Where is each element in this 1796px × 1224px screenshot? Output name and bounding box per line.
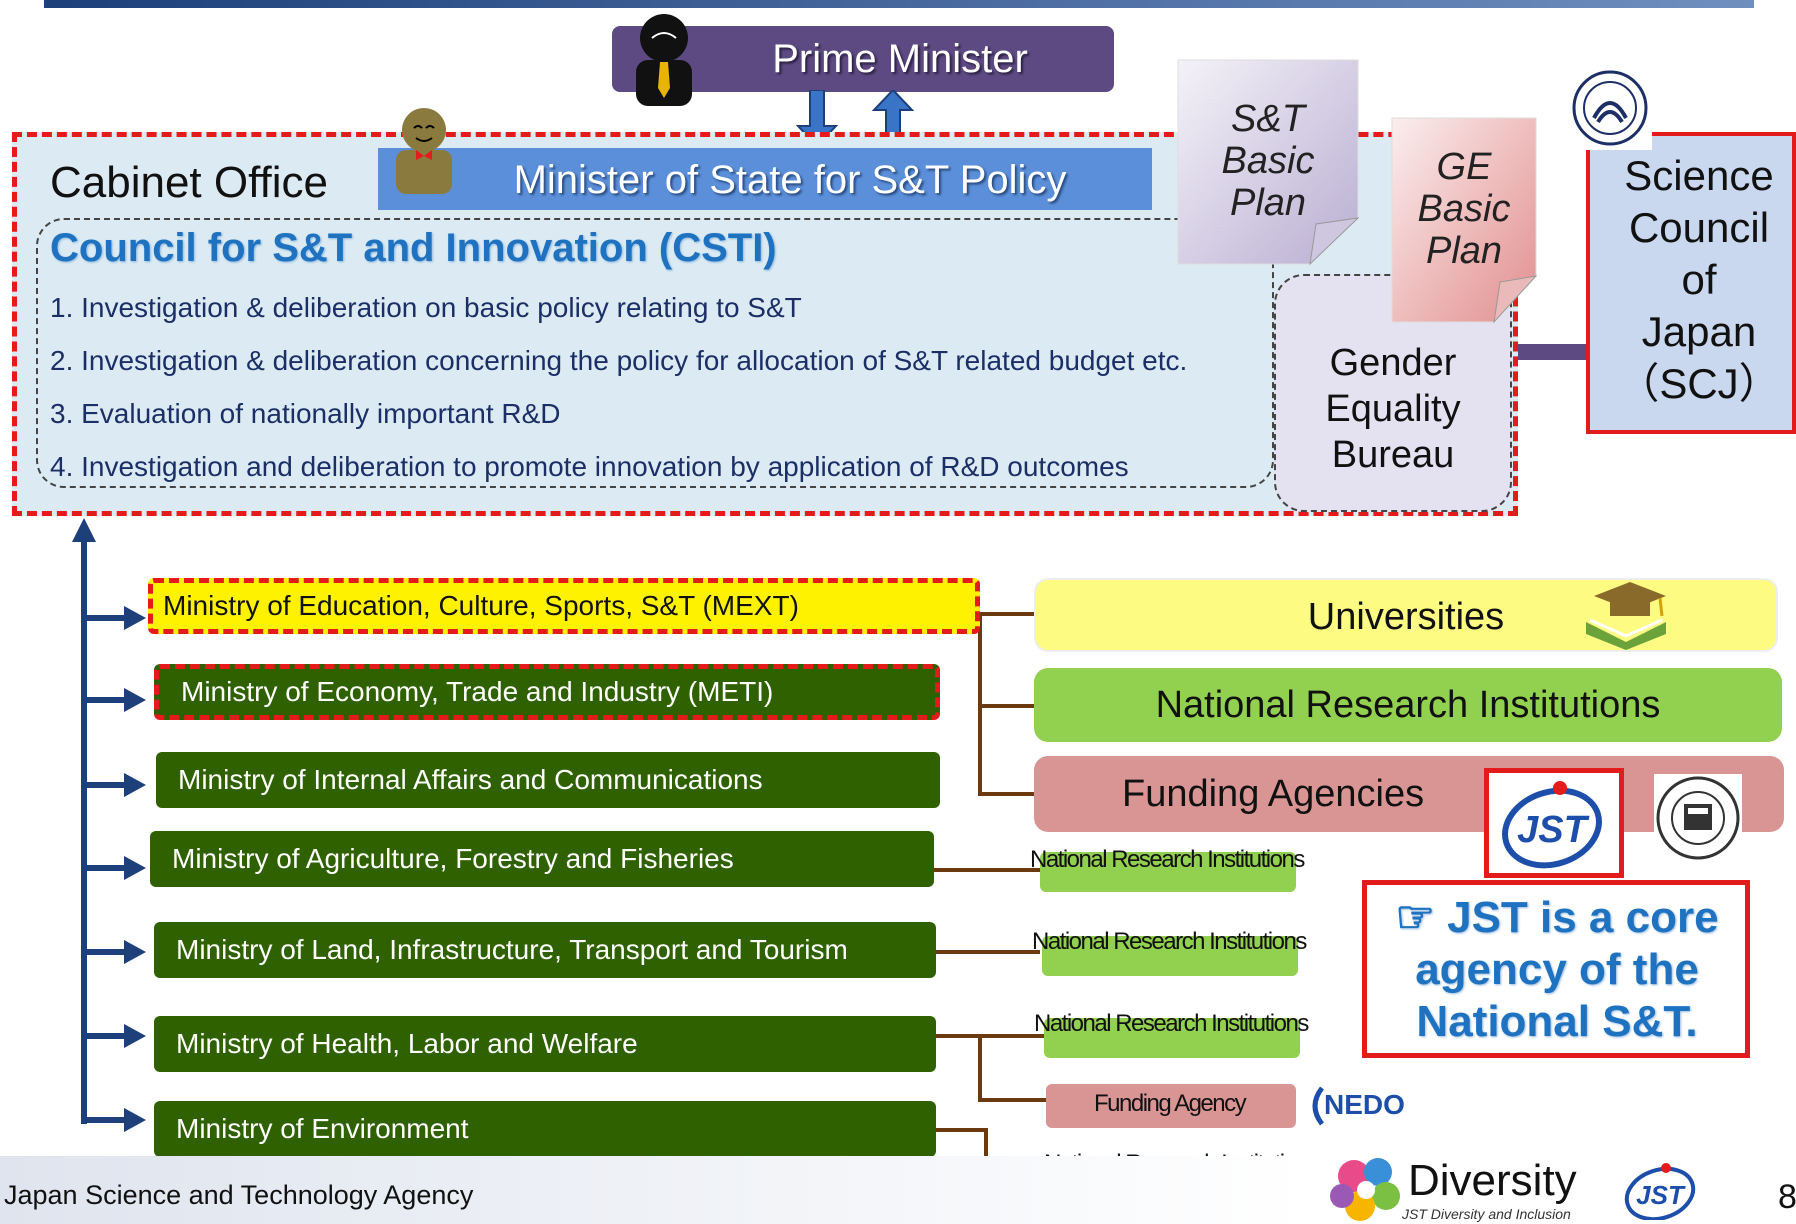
csti-title: Council for S&T and Innovation (CSTI): [50, 226, 777, 270]
graduation-cap-book-icon: [1586, 582, 1666, 650]
cabinet-office-label: Cabinet Office: [50, 158, 329, 207]
scj-logo-icon: [1568, 66, 1652, 150]
ministry-land: Ministry of Land, Infrastructure, Transp…: [154, 922, 936, 978]
health-funding-label: Funding Agency: [1094, 1090, 1247, 1117]
diversity-flower-icon: [1330, 1158, 1400, 1221]
national-research-institutions-label: National Research Institutions: [1155, 684, 1661, 726]
ministry-agriculture: Ministry of Agriculture, Forestry and Fi…: [150, 831, 934, 887]
nedo-logo-icon: NEDO: [1312, 1086, 1405, 1126]
svg-text:JST: JST: [1517, 809, 1589, 851]
minister-of-state-box: [378, 148, 1152, 210]
minister-person-icon: [396, 108, 452, 194]
top-bar: [44, 0, 1754, 8]
land-nri-label: National Research Institutions: [1032, 928, 1307, 955]
csti-item: 2. Investigation & deliberation concerni…: [50, 345, 1188, 376]
page-number: 8: [1778, 1178, 1796, 1216]
ministry-meti: Ministry of Economy, Trade and Industry …: [154, 664, 940, 720]
ministry-environment: Ministry of Environment: [154, 1101, 936, 1157]
health-funding-box: [1046, 1084, 1296, 1128]
jst-core-agency-box: [1362, 880, 1750, 1058]
csti-item: 4. Investigation and deliberation to pro…: [50, 451, 1129, 482]
svg-text:JST: JST: [1636, 1180, 1686, 1210]
csti-item: 3. Evaluation of nationally important R&…: [50, 398, 561, 429]
prime-minister-box: [612, 26, 1114, 92]
prime-minister-label: Prime Minister: [772, 37, 1028, 81]
agriculture-nri-label: National Research Institutions: [1030, 846, 1305, 873]
ministry-mext: Ministry of Education, Culture, Sports, …: [148, 578, 980, 634]
jst-logo-icon: JST: [1502, 781, 1602, 869]
svg-text:NEDO: NEDO: [1324, 1089, 1405, 1120]
diversity-tagline: JST Diversity and Inclusion: [1402, 1206, 1571, 1222]
csti-box: [36, 218, 1274, 488]
footer-band: [0, 1156, 1310, 1224]
universities-label: Universities: [1307, 596, 1505, 638]
ministry-health: Ministry of Health, Labor and Welfare: [154, 1016, 936, 1072]
diversity-wordmark: Diversity: [1408, 1156, 1577, 1205]
health-nri-box: [1044, 1018, 1300, 1058]
jsps-seal-icon: [1654, 774, 1742, 862]
scj-box: [1586, 132, 1796, 434]
health-nri-label: National Research Institutions: [1034, 1010, 1309, 1037]
universities-box: Universities: [1034, 578, 1778, 652]
land-nri-box: [1042, 936, 1298, 976]
national-research-institutions-box: National Research Institutions: [1034, 668, 1782, 742]
jst-footer-logo-icon: JST: [1624, 1163, 1696, 1220]
prime-minister-person-icon: [636, 14, 692, 106]
minister-of-state-label: Minister of State for S&T Policy: [513, 158, 1067, 202]
csti-item: 1. Investigation & deliberation on basic…: [50, 292, 802, 323]
ministry-internal-affairs: Ministry of Internal Affairs and Communi…: [156, 752, 940, 808]
agriculture-nri-box: [1040, 852, 1296, 892]
funding-agencies-label: Funding Agencies: [1122, 773, 1425, 815]
scj-connector: [1518, 344, 1588, 360]
footer-organization: Japan Science and Technology Agency: [4, 1180, 474, 1210]
